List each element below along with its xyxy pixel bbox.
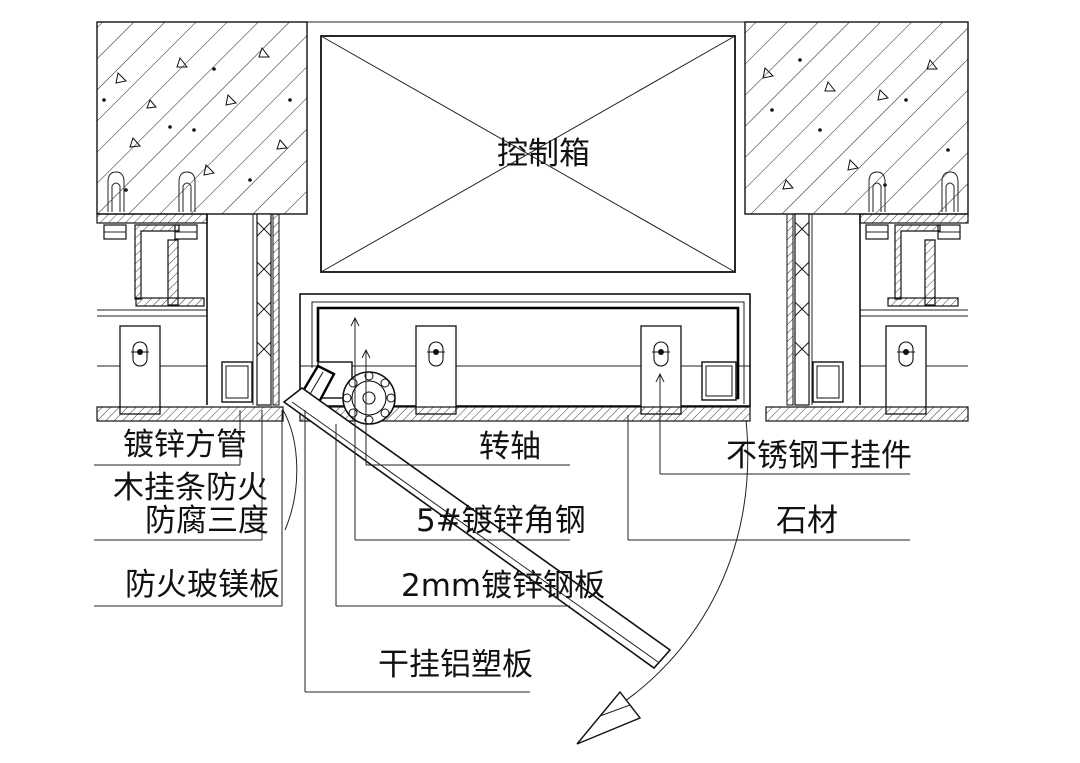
right-fireproof-board-zone — [786, 213, 861, 406]
leader-arrowheads — [350, 316, 665, 383]
label-control-box: 控制箱 — [497, 136, 590, 172]
swing-arcs — [282, 409, 749, 745]
right-concrete-slab — [744, 21, 969, 215]
stainless-hangers — [119, 325, 927, 415]
label-fireproof-mgo-board: 防火玻镁板 — [125, 567, 280, 603]
opened-panel — [282, 387, 672, 670]
label-anticorrosion-three-coats: 防腐三度 — [145, 503, 269, 539]
left-fireproof-board-zone — [206, 213, 280, 406]
label-stainless-dry-hanger: 不锈钢干挂件 — [726, 438, 912, 474]
left-concrete-slab — [96, 21, 308, 215]
control-box — [320, 35, 736, 273]
label-galvanized-square-tube: 镀锌方管 — [123, 427, 247, 463]
label-stone: 石材 — [776, 503, 838, 539]
label-wood-purlin-fireproof: 木挂条防火 — [113, 470, 268, 506]
label-steel-plate: 2mm镀锌钢板 — [401, 568, 606, 604]
leader-lines — [94, 318, 910, 693]
right-anchor-assembly — [859, 171, 969, 307]
label-pivot-shaft: 转轴 — [479, 429, 541, 465]
stone-facing — [96, 406, 969, 422]
label-angle-steel: 5#镀锌角钢 — [416, 503, 586, 539]
keel-rails — [97, 309, 968, 367]
label-aluminum-composite-panel: 干挂铝塑板 — [378, 647, 533, 683]
